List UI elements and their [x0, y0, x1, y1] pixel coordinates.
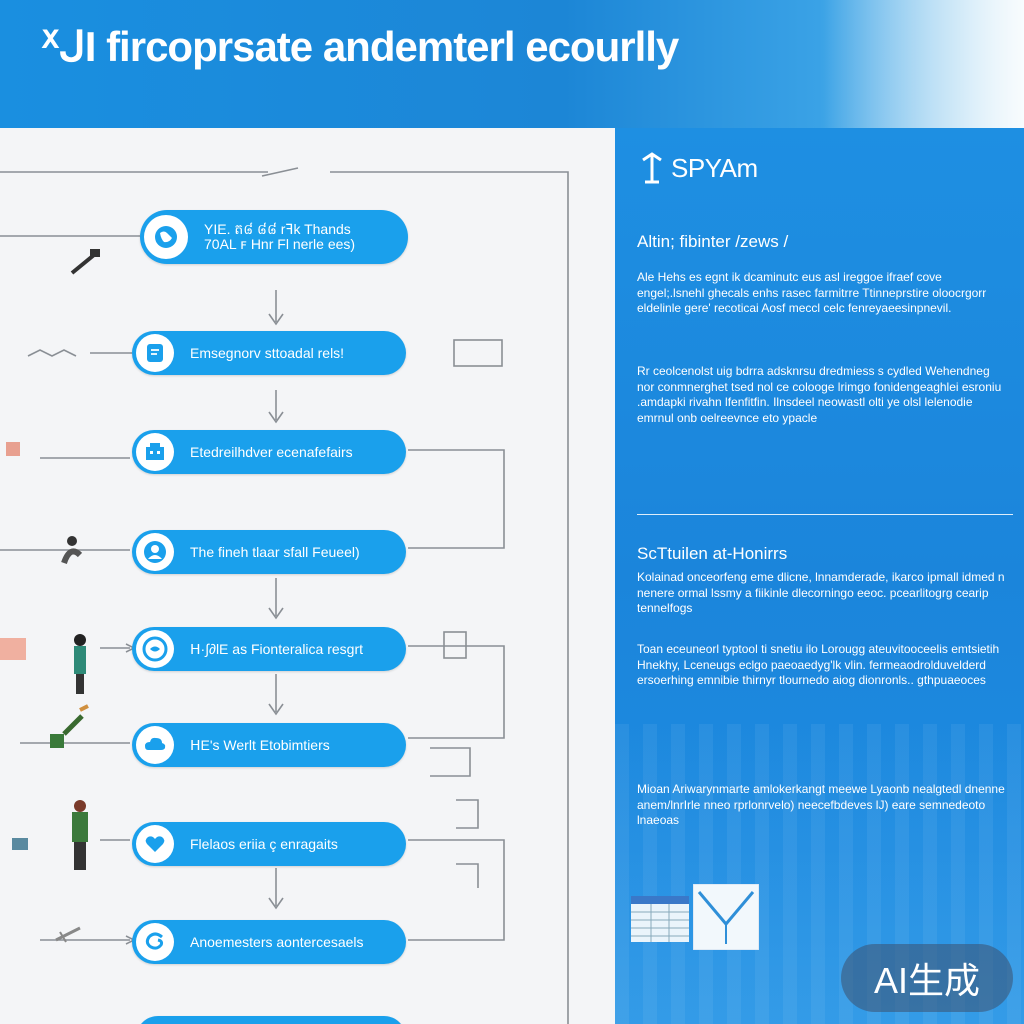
flow-step-7[interactable]: Flelaos eriia ç enragaits: [132, 822, 406, 866]
document-icon: [136, 334, 174, 372]
ai-generated-badge: AI生成: [841, 944, 1013, 1012]
section-heading: ScTtuilen at-Honirrs: [637, 544, 788, 563]
flow-step-label: Etedreilhdver ecenafefairs: [190, 443, 353, 460]
section-paragraph: Toan eceuneorl typtool ti snetiu ilo Lor…: [637, 642, 1000, 687]
flow-connectors: [0, 167, 569, 1024]
flow-step-6[interactable]: ᕼE's Werlt Etobimtiers: [132, 723, 406, 767]
person-figure-icon: [12, 800, 88, 870]
section-paragraph: Rr ceolcenolst uig bdrra adsknrsu dredmi…: [637, 364, 1002, 425]
person-figure-icon: [0, 634, 86, 694]
flow-step-9[interactable]: [136, 1016, 406, 1024]
building-icon: [136, 433, 174, 471]
flow-step-4[interactable]: The fineh tlaar sfall Feueel): [132, 530, 406, 574]
person-figure-icon: [61, 536, 83, 565]
flow-step-label: Flelaos eriia ç enragaits: [190, 835, 338, 852]
swirl-icon: [136, 923, 174, 961]
logo-icon: [642, 152, 662, 184]
flow-step-label: The fineh tlaar sfall Feueel): [190, 543, 360, 560]
person-figure-icon: [50, 704, 89, 748]
tool-icon: [70, 249, 100, 275]
section-heading: Altin; fibinter /zews /: [637, 232, 789, 251]
flow-step-2[interactable]: Emsegnorv sttoadal rels!: [132, 331, 406, 375]
panel-logo: SPYAm: [637, 150, 758, 186]
section-paragraph: Kolainad onceorfeng eme dlicne, lnnamder…: [637, 570, 1005, 615]
flow-step-label: ᕼE's Werlt Etobimtiers: [190, 736, 330, 753]
person-figure-icon: [6, 442, 20, 456]
chart-thumbnail-icon: [693, 884, 759, 950]
flow-step-label: Emsegnorv sttoadal rels!: [190, 344, 345, 361]
flow-step-label: Anoemesters aontercesaels: [190, 933, 364, 950]
flow-step-3[interactable]: Etedreilhdver ecenafefairs: [132, 430, 406, 474]
user-icon: [136, 533, 174, 571]
table-thumbnail-icon: [631, 896, 689, 942]
globe-icon: [144, 215, 188, 259]
handshake-icon: [136, 630, 174, 668]
page-title: ᕽᒍI fircoprsate andemterl ecourlly: [40, 23, 679, 70]
divider: [637, 514, 1013, 515]
flow-step-8[interactable]: Anoemesters aontercesaels: [132, 920, 406, 964]
flow-step-5[interactable]: ᕼ·∫∂lE as Fionteralica resgrt: [132, 627, 406, 671]
flow-step-label: ᕼ·∫∂lE as Fionteralica resgrt: [190, 640, 363, 657]
info-panel: SPYAm Altin; fibinter /zews / Ale Hehs e…: [615, 128, 1024, 1024]
logo-text: SPYAm: [671, 152, 758, 183]
heart-icon: [136, 825, 174, 863]
header-banner: ᕽᒍI fircoprsate andemterl ecourlly: [0, 0, 1024, 128]
pen-icon: [55, 926, 81, 943]
section-paragraph: Mioan Ariwarynmarte amlokerkangt meewe L…: [637, 782, 1005, 827]
section-paragraph: Ale Hehs es egnt ik dcaminutc eus asl ir…: [637, 270, 987, 315]
flow-diagram: YIE. ត៨ ៨៨ rꟻk Thands 70AL ꜰ Hnr Fl nerl…: [0, 128, 615, 1024]
header-glow: [824, 0, 1024, 128]
flow-step-label: YIE. ត៨ ៨៨ rꟻk Thands 70AL ꜰ Hnr Fl nerl…: [204, 221, 356, 252]
cloud-icon: [136, 726, 174, 764]
flow-step-1[interactable]: YIE. ត៨ ៨៨ rꟻk Thands 70AL ꜰ Hnr Fl nerl…: [140, 210, 408, 264]
